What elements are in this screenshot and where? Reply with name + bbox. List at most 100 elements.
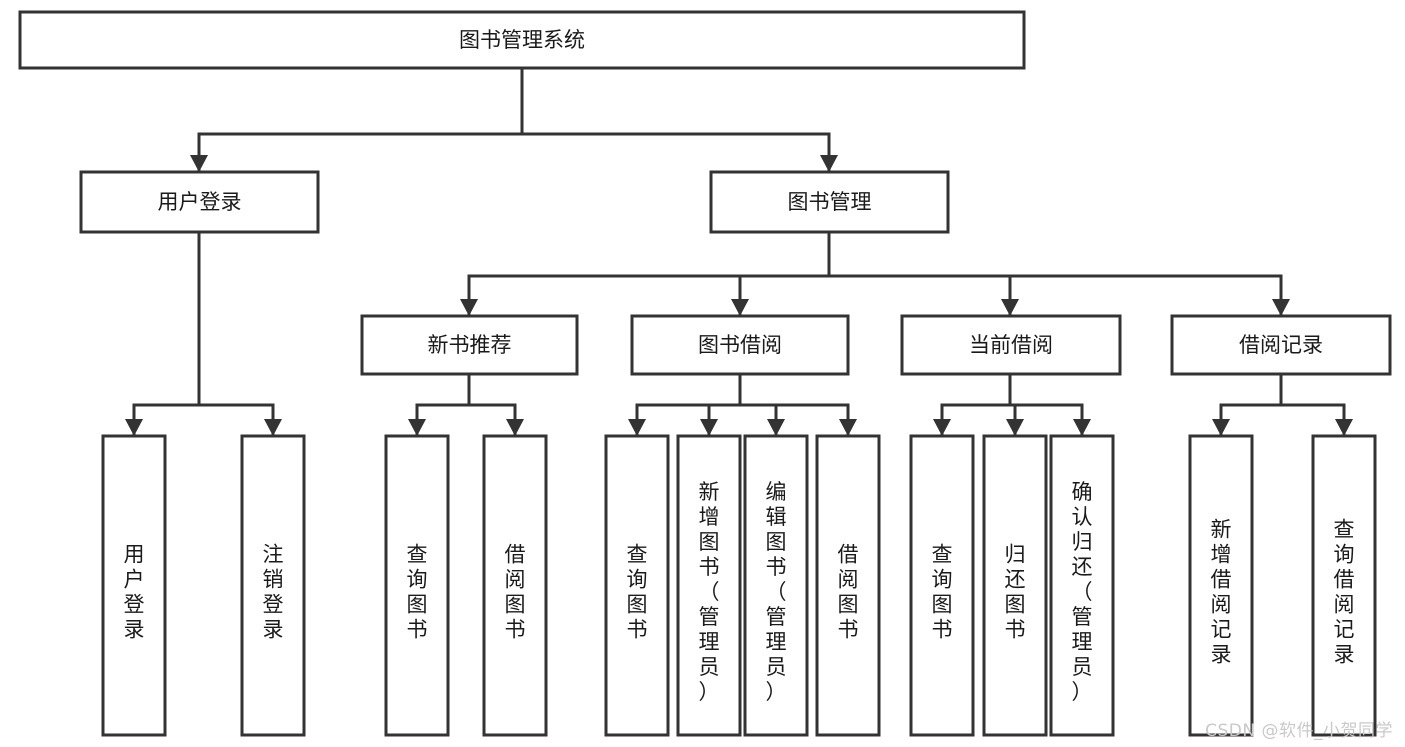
node-leaf-add-borrow-record[interactable]: 新增借阅记录新增借阅记录 xyxy=(1188,434,1254,737)
node-label-char: 录 xyxy=(263,618,284,642)
node-label-char: 查 xyxy=(932,543,953,567)
node-label-char: 借 xyxy=(1211,568,1232,592)
node-label-char: 还 xyxy=(1072,555,1093,579)
connector-new-book-recommend xyxy=(408,372,524,436)
node-current-borrow[interactable]: 当前借阅 xyxy=(900,314,1122,376)
node-label-char: 员 xyxy=(766,655,787,679)
node-label: 借阅记录 xyxy=(1239,333,1323,357)
edges-layer xyxy=(125,66,1353,436)
arrow-head-icon xyxy=(700,419,718,436)
node-borrow-record[interactable]: 借阅记录 xyxy=(1170,314,1392,376)
arrow-head-icon xyxy=(1006,419,1024,436)
node-box xyxy=(482,434,548,737)
node-leaf-return-book[interactable]: 归还图书归还图书 xyxy=(982,434,1048,737)
node-leaf-borrow-book[interactable]: 借阅图书借阅图书 xyxy=(815,434,881,737)
arrow-head-icon xyxy=(408,419,426,436)
node-label-char: 登 xyxy=(263,593,284,617)
node-leaf-query-book-current[interactable]: 查询图书查询图书 xyxy=(909,434,975,737)
node-box xyxy=(384,434,450,737)
connector-borrow-record xyxy=(1212,372,1353,436)
node-label-char: ） xyxy=(1072,680,1093,704)
node-label-char: 查 xyxy=(627,543,648,567)
node-label-char: 增 xyxy=(699,505,720,529)
arrow-head-icon xyxy=(264,419,282,436)
node-box xyxy=(604,434,670,737)
node-label-char: 录 xyxy=(124,618,145,642)
node-box xyxy=(18,10,1026,70)
node-label-char: 询 xyxy=(932,568,953,592)
arrow-head-icon xyxy=(731,299,749,316)
node-label-char: 询 xyxy=(627,568,648,592)
node-label-char: 书 xyxy=(838,618,859,642)
arrow-head-icon xyxy=(820,155,838,172)
node-label-char: 辑 xyxy=(766,505,787,529)
node-label-char: 图 xyxy=(1005,593,1026,617)
node-label-char: 书 xyxy=(932,618,953,642)
watermark-label: CSDN @软件_小贺同学 xyxy=(1205,721,1393,741)
node-label-char: 录 xyxy=(1211,643,1232,667)
node-label-char: 图 xyxy=(838,593,859,617)
node-leaf-user-login[interactable]: 用户登录用户登录 xyxy=(101,434,167,737)
node-box xyxy=(743,434,809,737)
node-user-login[interactable]: 用户登录 xyxy=(79,170,320,234)
node-box xyxy=(1049,434,1115,737)
node-root[interactable]: 图书管理系统 xyxy=(18,10,1026,70)
node-box xyxy=(1188,434,1254,737)
node-label-char: 书 xyxy=(627,618,648,642)
node-label-char: 录 xyxy=(1334,643,1355,667)
node-label-char: 阅 xyxy=(505,568,526,592)
node-label-char: 查 xyxy=(1334,518,1355,542)
node-label-char: ） xyxy=(699,680,720,704)
node-label-char: （ xyxy=(1072,580,1093,604)
node-label: 图书管理系统 xyxy=(459,28,585,52)
node-label-char: 注 xyxy=(263,543,284,567)
node-label-char: 登 xyxy=(124,593,145,617)
node-box xyxy=(240,434,306,737)
arrow-head-icon xyxy=(506,419,524,436)
node-box xyxy=(709,170,950,234)
node-label-char: 归 xyxy=(1005,543,1026,567)
node-leaf-query-borrow-record[interactable]: 查询借阅记录查询借阅记录 xyxy=(1311,434,1377,737)
connector-root xyxy=(190,66,838,172)
node-label-char: 询 xyxy=(407,568,428,592)
node-label-char: 记 xyxy=(1211,618,1232,642)
connector-current-borrow xyxy=(933,372,1091,436)
node-book-borrow[interactable]: 图书借阅 xyxy=(630,314,850,376)
arrow-head-icon xyxy=(1212,419,1230,436)
node-label-char: 增 xyxy=(1211,543,1232,567)
node-leaf-query-book-recommend[interactable]: 查询图书查询图书 xyxy=(384,434,450,737)
arrow-head-icon xyxy=(1335,419,1353,436)
node-label-char: 记 xyxy=(1334,618,1355,642)
node-label: 当前借阅 xyxy=(969,333,1053,357)
node-label-char: 员 xyxy=(699,655,720,679)
node-label: 图书管理 xyxy=(788,190,872,214)
node-label-char: 新 xyxy=(1211,518,1232,542)
node-label-char: 理 xyxy=(699,630,720,654)
node-leaf-borrow-book-recommend[interactable]: 借阅图书借阅图书 xyxy=(482,434,548,737)
node-label-char: （ xyxy=(766,580,787,604)
node-label-char: 图 xyxy=(699,530,720,554)
node-label-char: 编 xyxy=(766,480,787,504)
node-label-char: 图 xyxy=(627,593,648,617)
node-box xyxy=(676,434,742,737)
node-label-char: 确 xyxy=(1072,480,1093,504)
node-leaf-user-logout[interactable]: 注销登录注销登录 xyxy=(240,434,306,737)
node-label-char: 借 xyxy=(1334,568,1355,592)
node-box xyxy=(900,314,1122,376)
node-label-char: 图 xyxy=(766,530,787,554)
node-label-char: 查 xyxy=(407,543,428,567)
node-book-management[interactable]: 图书管理 xyxy=(709,170,950,234)
node-leaf-query-book-borrow[interactable]: 查询图书查询图书 xyxy=(604,434,670,737)
node-box xyxy=(630,314,850,376)
node-label-char: 阅 xyxy=(1211,593,1232,617)
node-label-char: ） xyxy=(766,680,787,704)
node-label-char: 借 xyxy=(838,543,859,567)
node-label-char: 书 xyxy=(766,555,787,579)
arrow-head-icon xyxy=(1073,419,1091,436)
node-new-book-recommend[interactable]: 新书推荐 xyxy=(360,314,579,376)
